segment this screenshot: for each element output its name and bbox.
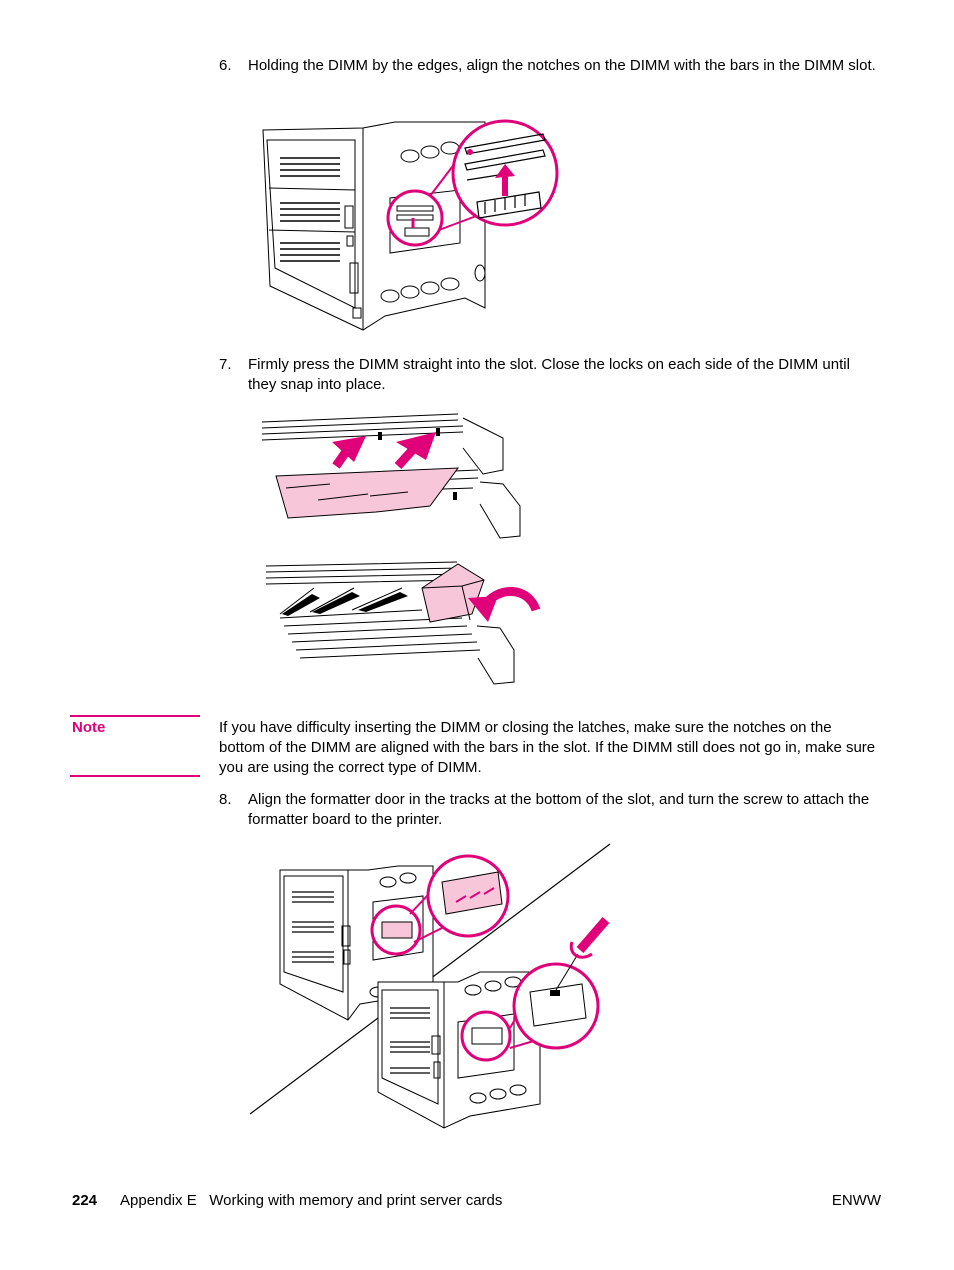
note-text: If you have difficulty inserting the DIM… <box>219 719 876 776</box>
step-text: Align the formatter door in the tracks a… <box>248 791 870 828</box>
step-number: 7. <box>219 356 232 373</box>
figure-dimm-insert <box>261 413 521 539</box>
step-number: 8. <box>219 791 232 808</box>
step-number: 6. <box>219 57 232 74</box>
note-label: Note <box>72 719 106 736</box>
step-text: Holding the DIMM by the edges, align the… <box>248 57 876 74</box>
footer-chapter: Appendix E Working with memory and print… <box>120 1192 503 1209</box>
note-rule-top <box>70 715 200 717</box>
page-number: 224 <box>72 1192 98 1209</box>
footer-doc-code: ENWW <box>831 1192 881 1209</box>
figure-printer-dimm-slot <box>262 119 559 331</box>
figure-formatter-door <box>249 843 611 1129</box>
figure-dimm-locks <box>265 561 541 685</box>
note-rule-bottom <box>70 775 200 777</box>
step-text: Firmly press the DIMM straight into the … <box>248 356 850 393</box>
